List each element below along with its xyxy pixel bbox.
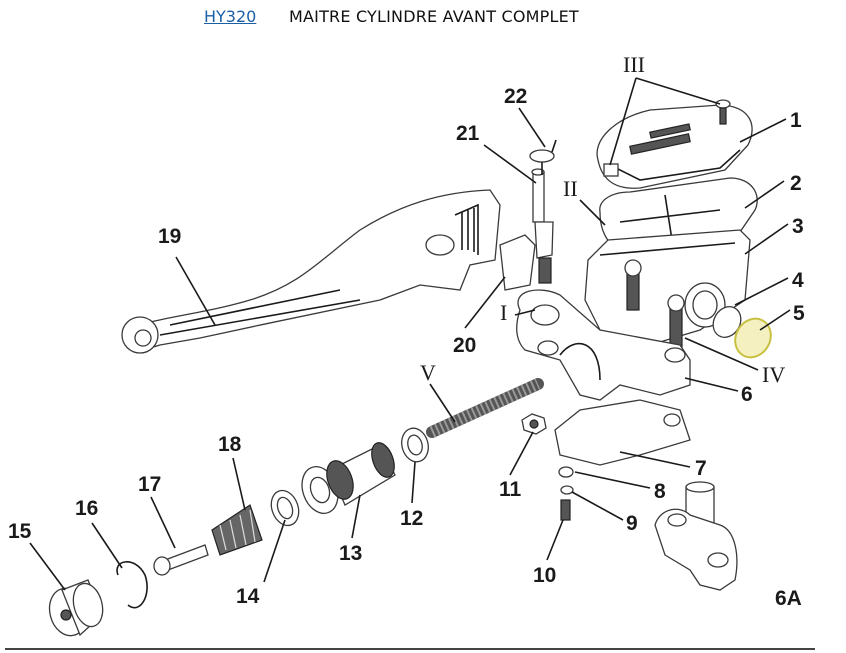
callout-roman-v: V xyxy=(420,360,436,385)
part-washer-8 xyxy=(558,466,574,478)
callout-11: 11 xyxy=(499,478,522,501)
page-title: MAITRE CYLINDRE AVANT COMPLET xyxy=(289,7,579,26)
callout-roman-ii: II xyxy=(563,176,578,201)
part-washer-9 xyxy=(560,485,574,495)
callout-20: 20 xyxy=(453,334,476,357)
callout-15: 15 xyxy=(8,520,32,543)
part-piston xyxy=(301,442,396,514)
part-seal-14 xyxy=(270,489,300,527)
callout-13: 13 xyxy=(339,542,362,565)
callout-8: 8 xyxy=(654,480,666,503)
callout-roman-iii: III xyxy=(623,52,645,77)
part-lever xyxy=(121,189,501,354)
callout-roman-i: I xyxy=(500,300,507,325)
leader-lines xyxy=(29,77,791,591)
callout-14: 14 xyxy=(236,585,260,608)
part-reference-link[interactable]: HY320 xyxy=(204,7,257,26)
callout-12: 12 xyxy=(400,507,423,530)
part-spring xyxy=(426,378,544,438)
part-pushrod xyxy=(153,544,209,576)
callout-1: 1 xyxy=(790,109,802,132)
callout-4: 4 xyxy=(792,269,804,292)
callout-3: 3 xyxy=(792,215,804,238)
exploded-diagram: 1 2 3 4 5 6 6A 7 8 9 10 11 12 13 14 15 1… xyxy=(0,30,846,648)
part-body xyxy=(584,229,751,348)
part-screw xyxy=(560,499,571,521)
bottom-divider xyxy=(5,648,815,650)
callout-10: 10 xyxy=(533,564,556,587)
callout-21: 21 xyxy=(456,122,480,145)
callout-19: 19 xyxy=(158,225,181,248)
part-dust-cap xyxy=(48,579,104,637)
callout-16: 16 xyxy=(75,497,98,520)
callout-6a: 6A xyxy=(775,587,802,610)
callout-22: 22 xyxy=(504,85,527,108)
part-clamp-6a xyxy=(654,481,738,591)
callout-17: 17 xyxy=(138,473,161,496)
part-nut xyxy=(521,413,547,435)
title-bar: HY320 MAITRE CYLINDRE AVANT COMPLET xyxy=(0,5,846,29)
part-seal-12 xyxy=(401,427,429,463)
callout-7: 7 xyxy=(695,457,707,480)
part-bracket xyxy=(554,399,691,466)
callout-18: 18 xyxy=(218,433,242,456)
callout-2: 2 xyxy=(790,172,802,195)
part-pivot xyxy=(499,139,557,291)
callout-5: 5 xyxy=(793,302,805,325)
part-reservoir-cap xyxy=(596,99,753,189)
callout-9: 9 xyxy=(626,512,638,535)
part-boot xyxy=(211,504,263,556)
callout-roman-iv: IV xyxy=(762,362,785,387)
part-circlip xyxy=(116,561,148,609)
callout-6: 6 xyxy=(741,383,753,406)
part-clamp xyxy=(516,289,691,401)
